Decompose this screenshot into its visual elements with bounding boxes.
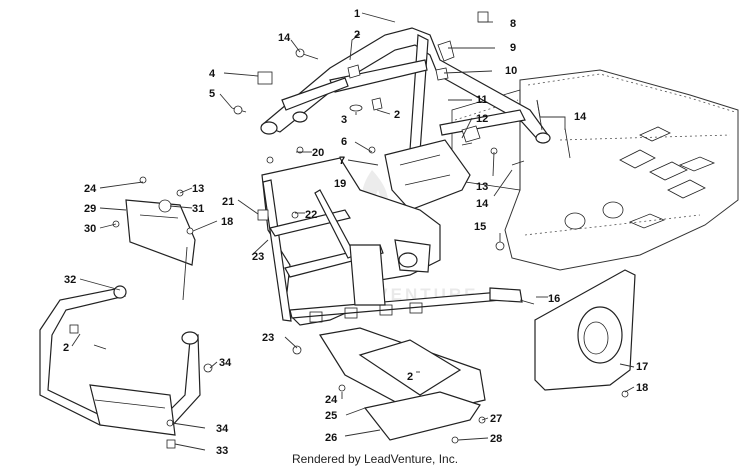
callout-15: 15: [474, 221, 486, 233]
screw-18b: [621, 390, 629, 398]
callout-18: 18: [636, 382, 648, 394]
clip-10: [435, 67, 449, 81]
callout-6: 6: [341, 136, 347, 148]
leader-lines: [71, 12, 635, 451]
bracket-4: [257, 71, 273, 85]
nut-15: [495, 241, 505, 251]
bolt-14b: [511, 160, 525, 166]
nut-23: [292, 345, 302, 355]
callout-28: 28: [490, 433, 502, 445]
callout-31: 31: [192, 203, 204, 215]
callout-labels: 1 2 2 2 2 3 4 5 6 7 8 9 10 11 12 13 13 1…: [63, 8, 648, 457]
bolt-16: [519, 299, 535, 305]
callout-2: 2: [394, 109, 400, 121]
callout-23: 23: [262, 332, 274, 344]
side-pan: [534, 269, 636, 391]
callout-26: 26: [325, 432, 337, 444]
main-frame: [261, 157, 523, 326]
callout-22: 22: [305, 209, 317, 221]
screw-28: [451, 436, 459, 444]
belly-pan: [319, 327, 486, 441]
callout-17: 17: [636, 361, 648, 373]
callout-32: 32: [64, 274, 76, 286]
nut-8: [477, 11, 489, 23]
nut-34a: [203, 363, 213, 373]
steering-bracket: [384, 139, 471, 211]
screw-18a: [186, 227, 194, 235]
callout-4: 4: [209, 68, 216, 80]
callout-18: 18: [221, 216, 233, 228]
front-bumper: [39, 285, 201, 436]
footer-credit: Rendered by LeadVenture, Inc.: [291, 452, 459, 466]
callout-34: 34: [216, 423, 229, 435]
nut-33: [166, 439, 176, 449]
callout-24: 24: [325, 394, 338, 406]
screw-22: [291, 211, 299, 219]
callout-7: 7: [339, 155, 345, 167]
callout-33: 33: [216, 445, 228, 457]
nut-20b: [266, 156, 274, 164]
clip-2a: [371, 97, 383, 111]
callout-20: 20: [312, 147, 324, 159]
callout-5: 5: [209, 88, 215, 100]
callout-30: 30: [84, 223, 96, 235]
callout-21: 21: [222, 196, 234, 208]
clip-9: [437, 40, 455, 62]
callout-14: 14: [574, 111, 587, 123]
clip-24b: [338, 384, 346, 392]
callout-2: 2: [407, 371, 413, 383]
callout-34: 34: [219, 357, 232, 369]
upper-frame-assembly: [260, 27, 551, 153]
callout-13: 13: [476, 181, 488, 193]
screw-6: [368, 146, 376, 154]
callout-14: 14: [476, 198, 489, 210]
callout-27: 27: [490, 413, 502, 425]
callout-16: 16: [548, 293, 560, 305]
callout-23: 23: [252, 251, 264, 263]
nut-20a: [296, 146, 304, 154]
callout-2: 2: [63, 342, 69, 354]
callout-11: 11: [476, 94, 488, 106]
callout-9: 9: [510, 42, 516, 54]
callout-19: 19: [334, 178, 346, 190]
bolt-2: [93, 344, 107, 350]
callout-12: 12: [476, 113, 488, 125]
screw-24a: [139, 176, 147, 184]
callout-14: 14: [278, 32, 291, 44]
tunnel-chassis: [451, 69, 739, 271]
bushing-21: [257, 209, 269, 221]
grommet-31: [158, 199, 172, 213]
callout-24: 24: [84, 183, 97, 195]
callout-29: 29: [84, 203, 96, 215]
washer-3: [349, 104, 363, 112]
callout-10: 10: [505, 65, 517, 77]
bolt-14d: [564, 127, 571, 159]
callout-8: 8: [510, 18, 516, 30]
callout-1: 1: [354, 8, 360, 20]
callout-25: 25: [325, 410, 337, 422]
clip-2b: [347, 64, 361, 79]
callout-2: 2: [354, 29, 360, 41]
pin-11: [461, 142, 473, 146]
callout-3: 3: [341, 114, 347, 126]
callout-13: 13: [192, 183, 204, 195]
